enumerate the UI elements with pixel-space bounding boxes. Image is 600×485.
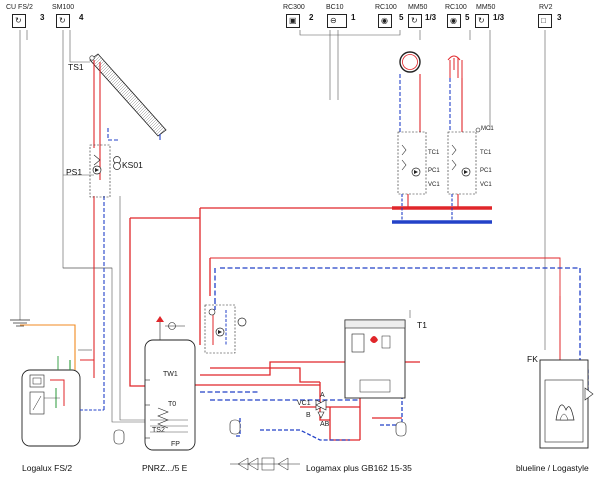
port-a-label: A [320, 392, 325, 399]
stove-unit [539, 359, 594, 449]
manifold [392, 206, 492, 224]
ts2-label: TS2 [152, 427, 165, 434]
rv2-count: 3 [557, 13, 562, 22]
fk-sensor-label: FK [527, 354, 538, 364]
vc1-valve-label: VC1 [297, 400, 311, 407]
rc100-b-label: RC100 [445, 4, 467, 11]
cu-fs2-label: CU FS/2 [6, 4, 33, 11]
mm50-a-count: 1/3 [425, 13, 437, 22]
bc10-controller-icon[interactable]: ⊖ [327, 14, 347, 28]
rc100-a-label: RC100 [375, 4, 397, 11]
rc300-count: 2 [309, 13, 314, 22]
t0-label: T0 [168, 401, 177, 408]
mc1-label: MC1 [481, 126, 494, 132]
logalux-station [21, 369, 81, 447]
control-cables [19, 30, 546, 423]
bc10-count: 1 [351, 13, 356, 22]
solar-station [89, 144, 121, 198]
tank-top-fittings [156, 316, 185, 340]
vc1-b-label: VC1 [480, 182, 492, 188]
tw1-label: TW1 [163, 371, 178, 378]
tc1-a-label: TC1 [428, 150, 440, 156]
sm100-module-icon[interactable]: ↻ [56, 14, 70, 28]
mixing-group [204, 304, 247, 354]
solar-collector [89, 53, 167, 137]
rc100-b-controller-icon[interactable]: ◉ [447, 14, 461, 28]
pc1-a-label: PC1 [428, 168, 440, 174]
mm50-b-module-icon[interactable]: ↻ [475, 14, 489, 28]
boiler-unit [344, 319, 406, 399]
logalux-caption: Logalux FS/2 [22, 463, 73, 473]
rc100-a-count: 5 [399, 13, 404, 22]
safety-valve-group [230, 457, 300, 471]
t1-sensor-label: T1 [417, 320, 427, 330]
rc300-controller-icon[interactable]: ▣ [286, 14, 300, 28]
stove-caption: blueline / Logastyle [516, 463, 589, 473]
rv2-label: RV2 [539, 4, 553, 11]
cu-fs2-count: 3 [40, 13, 45, 22]
ks01-station-label: KS01 [122, 160, 143, 170]
heating-circuit-1 [397, 51, 427, 222]
mm50-a-label: MM50 [408, 4, 428, 11]
pc1-b-label: PC1 [480, 168, 492, 174]
mm50-b-label: MM50 [476, 4, 496, 11]
solar-loop [93, 60, 161, 410]
fp-label: FP [171, 441, 180, 448]
port-b-label: B [306, 412, 311, 419]
ps1-pump-label: PS1 [66, 167, 83, 177]
port-ab-label: AB [320, 421, 330, 428]
rv2-module-icon[interactable]: □ [538, 14, 552, 28]
rc100-b-count: 5 [465, 13, 470, 22]
boiler-caption: Logamax plus GB162 15-35 [306, 463, 412, 473]
ground-symbol [10, 319, 30, 327]
sm100-label: SM100 [52, 4, 75, 11]
three-way-valve [315, 399, 327, 419]
mm50-a-module-icon[interactable]: ↻ [408, 14, 422, 28]
vc1-a-label: VC1 [428, 182, 440, 188]
heating-circuit-2 [447, 55, 481, 222]
sm100-count: 4 [79, 13, 84, 22]
rc100-a-controller-icon[interactable]: ◉ [378, 14, 392, 28]
storage-tank [144, 339, 196, 451]
expansion-vessels [113, 419, 407, 445]
logalux-pipes [20, 324, 104, 411]
cu-fs2-controller-icon[interactable]: ↻ [12, 14, 26, 28]
mm50-b-count: 1/3 [493, 13, 505, 22]
rc300-label: RC300 [283, 4, 305, 11]
bc10-label: BC10 [326, 4, 344, 11]
tc1-b-label: TC1 [480, 150, 492, 156]
ts1-sensor-label: TS1 [68, 62, 84, 72]
tank-caption: PNRZ.../5 E [142, 463, 188, 473]
